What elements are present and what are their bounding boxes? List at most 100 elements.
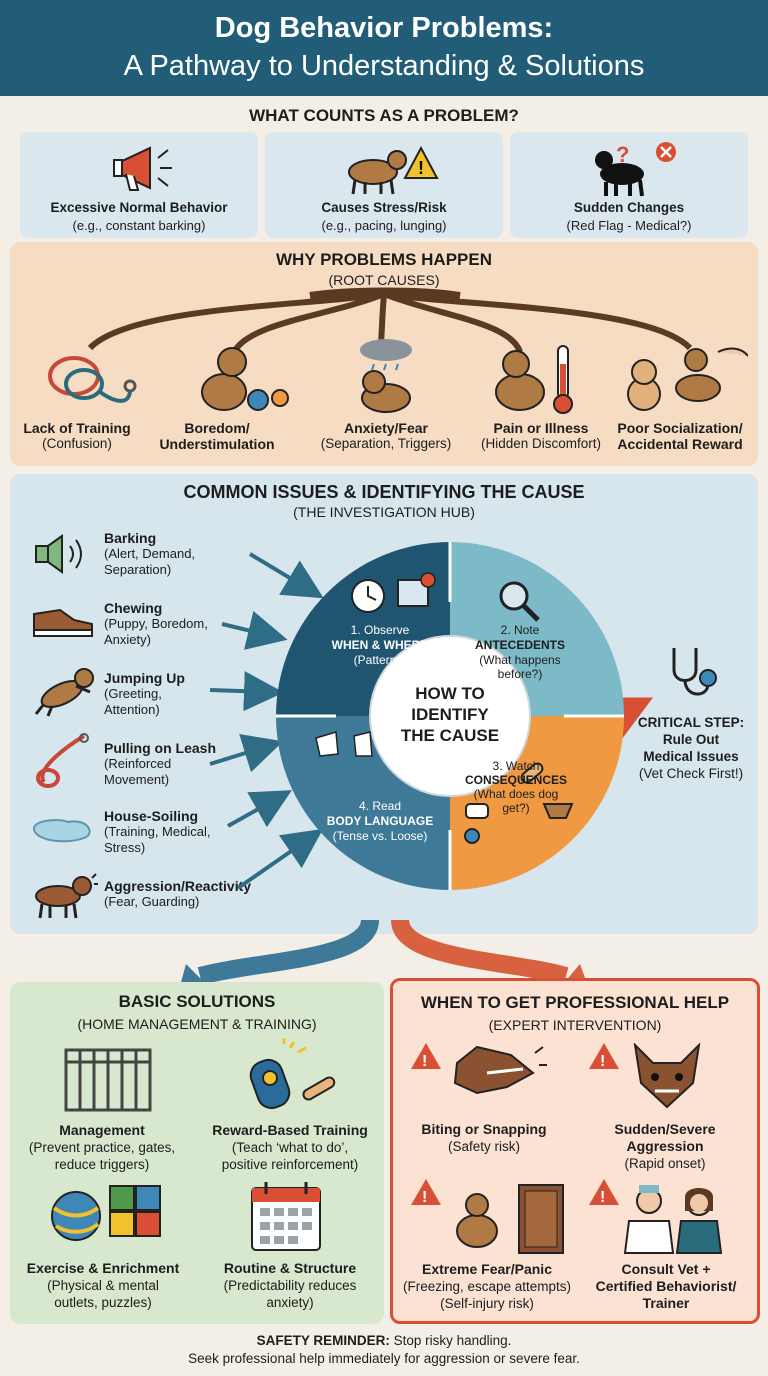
- issue-sub: (Alert, Demand,: [104, 546, 196, 561]
- pro-sub-2: (Self-injury risk): [440, 1296, 534, 1311]
- card-label: Excessive Normal Behavior: [50, 200, 228, 215]
- problem-card-sudden: ? Sudden Changes (Red Flag - Medical?): [510, 132, 748, 238]
- pro-biting: Biting or Snapping(Safety risk): [399, 1121, 569, 1155]
- aggressive-dog-icon: [35, 873, 98, 919]
- jumping-dog-icon: [34, 668, 94, 717]
- pro-label: Biting or Snapping: [421, 1121, 547, 1137]
- safety-reminder: SAFETY REMINDER: Stop risky handling. Se…: [0, 1332, 768, 1368]
- investigation-hub-panel: COMMON ISSUES & IDENTIFYING THE CAUSE (T…: [10, 474, 758, 934]
- stethoscope-icon: [672, 648, 717, 696]
- sick-dog-thermometer-icon: [495, 345, 573, 414]
- why-subtitle: (ROOT CAUSES): [328, 272, 440, 288]
- cause-label: Anxiety/Fear: [343, 420, 429, 436]
- warning-icon: !: [589, 1043, 619, 1070]
- shoe-icon: [33, 608, 93, 637]
- cause-sub: (Separation, Triggers): [320, 436, 452, 451]
- issue-label: Barking: [104, 530, 157, 546]
- problem-card-stress: ! Causes Stress/Risk (e.g., pacing, lung…: [265, 132, 503, 238]
- cause-pain: Pain or Illness(Hidden Discomfort): [466, 420, 616, 451]
- step2-line4: before?): [498, 667, 543, 681]
- solution-sub-2: reduce triggers): [54, 1157, 150, 1172]
- why-title: WHY PROBLEMS HAPPEN: [276, 250, 492, 269]
- issue-label: Aggression/Reactivity: [104, 878, 252, 894]
- pro-label-2: Aggression: [626, 1138, 704, 1154]
- pro-title: WHEN TO GET PROFESSIONAL HELP: [420, 993, 730, 1012]
- critical-step: CRITICAL STEP: Rule Out Medical Issues (…: [624, 714, 758, 782]
- solution-sub: (Predictability reduces: [223, 1278, 357, 1293]
- tangled-leash-icon: [48, 356, 137, 403]
- pro-consult: Consult Vet +Certified Behaviorist/Train…: [579, 1261, 753, 1312]
- critical-line2: Rule Out: [662, 732, 720, 747]
- issue-aggression: Aggression/Reactivity(Fear, Guarding): [104, 878, 251, 910]
- fearful-dog-door-icon: [456, 1184, 564, 1254]
- issue-label: House-Soiling: [104, 808, 199, 824]
- step3-line4: get?): [502, 801, 529, 815]
- solution-sub-2: anxiety): [266, 1295, 314, 1310]
- step4-line2: BODY LANGUAGE: [327, 814, 433, 828]
- warning-dog-icon: !: [348, 145, 439, 195]
- svg-text:!: !: [422, 1053, 427, 1070]
- bored-dog-icon: [201, 347, 289, 411]
- solution-sub: (Physical & mental: [47, 1278, 159, 1293]
- leash-icon: [36, 733, 89, 788]
- issue-sub: (Greeting,: [104, 686, 162, 701]
- aggressive-dog-face-icon: [633, 1043, 701, 1109]
- warning-icon: !: [411, 1043, 441, 1070]
- pro-subtitle: (EXPERT INTERVENTION): [488, 1017, 662, 1033]
- cause-anxiety: Anxiety/Fear(Separation, Triggers): [306, 420, 466, 451]
- solution-reward-training: Reward-Based Training(Teach ‘what to do’…: [198, 1122, 382, 1173]
- cause-boredom: Boredom/Understimulation: [142, 420, 292, 452]
- solution-sub: (Teach ‘what to do’,: [231, 1140, 349, 1155]
- puppies-hand-icon: [627, 347, 748, 411]
- safety-reminder-line2: Seek professional help immediately for a…: [188, 1351, 580, 1366]
- issue-label: Jumping Up: [104, 670, 185, 686]
- issue-chewing: Chewing(Puppy, Boredom,Anxiety): [104, 600, 208, 648]
- pro-sub: (Rapid onset): [624, 1156, 706, 1171]
- solution-sub-2: positive reinforcement): [221, 1157, 359, 1172]
- basic-title: BASIC SOLUTIONS: [118, 992, 276, 1011]
- svg-text:!: !: [600, 1053, 605, 1070]
- card-label: Causes Stress/Risk: [321, 200, 447, 215]
- solution-label: Management: [59, 1122, 145, 1138]
- basic-subtitle: (HOME MANAGEMENT & TRAINING): [77, 1016, 317, 1032]
- speaker-icon: [35, 534, 82, 574]
- center-line3: THE CAUSE: [401, 726, 499, 745]
- pro-label: Consult Vet +: [621, 1261, 711, 1277]
- critical-line1: CRITICAL STEP:: [637, 715, 745, 730]
- cause-label-2: Accidental Reward: [617, 436, 743, 452]
- cause-sub: (Hidden Discomfort): [480, 436, 602, 451]
- roots-illustration: [87, 287, 693, 356]
- critical-line3: Medical Issues: [643, 749, 739, 764]
- card-sub: (e.g., pacing, lunging): [321, 218, 447, 233]
- issue-label: Chewing: [104, 600, 163, 616]
- pro-extreme-fear: Extreme Fear/Panic(Freezing, escape atte…: [397, 1261, 577, 1312]
- issue-jumping: Jumping Up(Greeting,Attention): [104, 670, 185, 718]
- issue-sub-2: Anxiety): [104, 632, 151, 647]
- vet-behaviorist-icon: [623, 1185, 723, 1254]
- center-line1: HOW TO: [415, 684, 485, 703]
- hub-subtitle: (THE INVESTIGATION HUB): [293, 504, 475, 520]
- cause-label: Pain or Illness: [493, 420, 589, 436]
- issue-house-soiling: House-Soiling(Training, Medical,Stress): [104, 808, 210, 856]
- center-line2: IDENTIFY: [411, 705, 489, 724]
- dog-silhouette-icon: [315, 731, 339, 757]
- anxious-dog-cloud-icon: [360, 339, 412, 413]
- solution-label: Exercise & Enrichment: [26, 1260, 180, 1276]
- card-label: Sudden Changes: [573, 200, 685, 215]
- basic-solutions-panel: BASIC SOLUTIONS (HOME MANAGEMENT & TRAIN…: [10, 982, 384, 1324]
- issue-sub: (Reinforced: [104, 756, 172, 771]
- cause-socialization: Poor Socialization/Accidental Reward: [602, 420, 758, 452]
- cause-label: Poor Socialization/: [617, 420, 743, 436]
- issue-sub: (Training, Medical,: [104, 824, 211, 839]
- puddle-icon: [33, 819, 91, 843]
- svg-text:!: !: [418, 158, 424, 178]
- issue-barking: Barking(Alert, Demand,Separation): [104, 530, 195, 578]
- ball-puzzle-icon: [51, 1185, 161, 1241]
- solution-management: Management(Prevent practice, gates,reduc…: [16, 1122, 188, 1173]
- solution-routine: Routine & Structure(Predictability reduc…: [198, 1260, 382, 1311]
- issue-sub-2: Separation): [104, 562, 172, 577]
- svg-text:!: !: [600, 1189, 605, 1206]
- step2-line2: ANTECEDENTS: [475, 638, 565, 652]
